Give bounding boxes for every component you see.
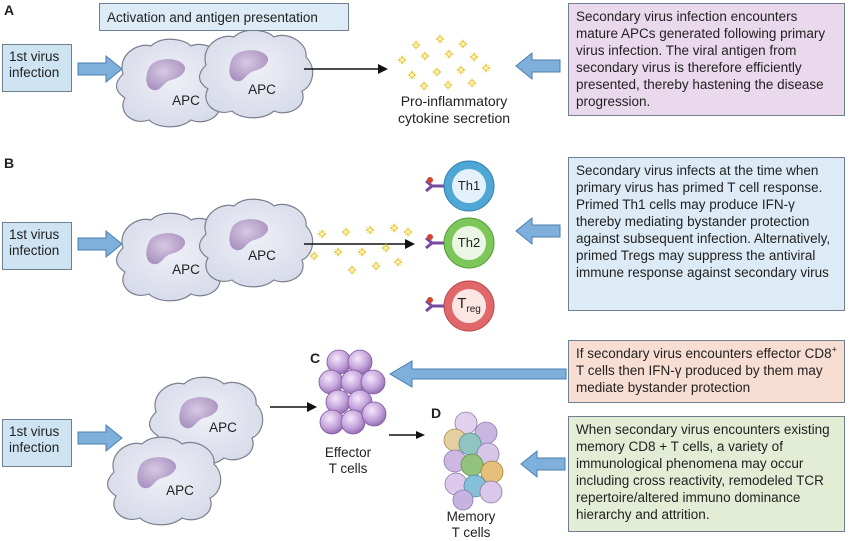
panel-label-d: D	[431, 405, 442, 421]
box-a-text: Secondary virus infection encounters mat…	[568, 3, 845, 116]
memory-t-cells-label: Memory T cells	[446, 509, 496, 540]
apc-label-a2: APC	[248, 82, 276, 97]
box-c-part1: If secondary virus encounters effector C…	[576, 346, 832, 361]
box-c-text: If secondary virus encounters effector C…	[568, 340, 845, 403]
arrow-a-virus	[77, 55, 123, 83]
cytokine-stars-a	[397, 34, 491, 91]
activation-title: Activation and antigen presentation	[99, 3, 349, 31]
effector-cell-cluster	[318, 349, 387, 435]
box-d-text: When secondary virus encounters existing…	[568, 416, 845, 532]
cytokine-secretion-label: Pro-inflammatory cytokine secretion	[397, 93, 511, 126]
apc-label-b1: APC	[172, 262, 200, 277]
apc-label-a1: APC	[172, 93, 200, 108]
arrow-d-box	[520, 450, 566, 478]
th1-cell	[424, 160, 495, 212]
th1-label: Th1	[457, 178, 481, 193]
arrow-cd-virus	[77, 424, 123, 452]
arrow-to-effector	[307, 402, 317, 412]
box-b-text: Secondary virus infects at the time when…	[568, 157, 845, 311]
panel-label-c: C	[310, 350, 321, 366]
arrow-a-to-cytokines	[378, 64, 388, 74]
apc-label-c1: APC	[209, 420, 237, 435]
cytokine-stars-b	[309, 223, 413, 275]
virus-infection-label-b: 1st virus infection	[2, 222, 72, 270]
panel-label-b: B	[4, 155, 15, 171]
arrow-b-to-tcells	[405, 239, 415, 249]
apc-c2	[106, 436, 222, 526]
effector-t-cells-label: Effector T cells	[324, 445, 372, 476]
arrow-b-virus	[77, 230, 123, 258]
panel-label-a: A	[4, 2, 15, 18]
treg-cell	[424, 280, 495, 332]
arrow-c-box	[389, 360, 567, 388]
arrow-b-box	[515, 217, 561, 245]
th2-label: Th2	[457, 235, 481, 250]
apc-label-b2: APC	[248, 248, 276, 263]
th2-cell	[424, 217, 495, 269]
virus-infection-label-a: 1st virus infection	[2, 44, 72, 92]
arrow-to-memory	[416, 431, 425, 439]
treg-label-main: T	[457, 295, 467, 312]
box-c-part2: T cells then IFN-γ produced by them may …	[576, 363, 823, 395]
treg-label: Treg	[444, 296, 494, 318]
memory-cell-cluster	[443, 411, 504, 511]
treg-label-sub: reg	[466, 304, 481, 315]
apc-a2	[198, 29, 314, 119]
arrow-a-box	[515, 52, 561, 80]
virus-infection-label-cd: 1st virus infection	[2, 419, 72, 467]
box-c-sup: +	[831, 344, 837, 355]
apc-label-c2: APC	[166, 483, 194, 498]
apc-b2	[198, 198, 314, 288]
